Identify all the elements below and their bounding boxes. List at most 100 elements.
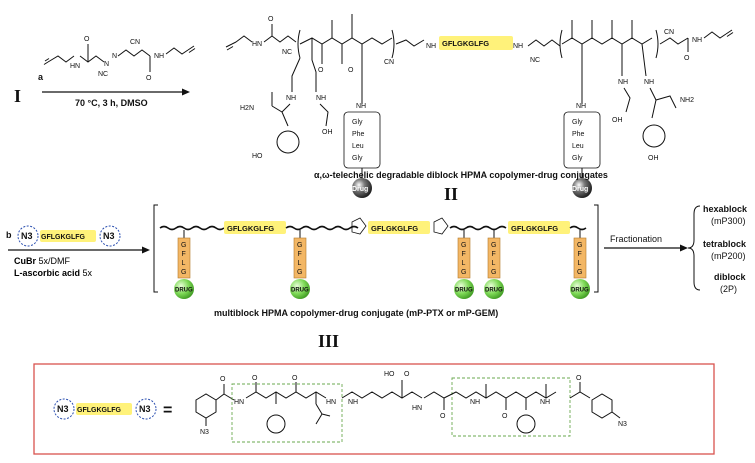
azide-label-left-def: N3 bbox=[57, 404, 69, 414]
spacer-nh-right: NH bbox=[576, 103, 586, 110]
svg-text:DRUG: DRUG bbox=[291, 288, 309, 294]
multiblock-copolymer-structure: GFLGKGLFG GFLGKGLFG GFLGKGLFG G F L G DR… bbox=[153, 204, 599, 299]
spacer-right-aa-3: Leu bbox=[572, 143, 584, 150]
fraction-2-name: tetrablock bbox=[703, 239, 747, 249]
svg-text:DRUG: DRUG bbox=[455, 288, 473, 294]
pendant-o2: O bbox=[348, 67, 354, 74]
pendant-drug-5: G F L G DRUG bbox=[570, 230, 590, 299]
pendant-drug-4: G F L G DRUG bbox=[484, 230, 504, 299]
spacer-nh-left: NH bbox=[356, 103, 366, 110]
amide-o-2: O bbox=[252, 375, 258, 382]
svg-text:F: F bbox=[492, 251, 496, 258]
pendant-ho: HO bbox=[252, 153, 263, 160]
caption-step-i: α,ω-telechelic degradable diblock HPMA c… bbox=[314, 170, 608, 180]
amide-o-3: O bbox=[292, 375, 298, 382]
left-end-o: O bbox=[268, 16, 274, 23]
pendant-oh-3: OH bbox=[612, 117, 623, 124]
svg-text:DRUG: DRUG bbox=[485, 288, 503, 294]
amide-nh-3: NH bbox=[348, 399, 358, 406]
spacer-left-aa-4: Gly bbox=[352, 155, 363, 162]
amide-nh-4: HN bbox=[412, 405, 422, 412]
linker-label-b: GFLGKGLFG bbox=[41, 234, 85, 241]
svg-text:F: F bbox=[298, 251, 302, 258]
amide-nh-1: HN bbox=[234, 399, 244, 406]
initiator-cn-label: CN bbox=[130, 39, 140, 46]
lys-carboxyl-o: O bbox=[404, 371, 410, 378]
pendant-drug-2: G F L G DRUG bbox=[290, 230, 310, 299]
reagent-letter-b: b bbox=[6, 230, 12, 240]
pendant-nh-3: NH bbox=[618, 79, 628, 86]
triazole-right bbox=[433, 217, 449, 235]
azide-label-left-b: N3 bbox=[21, 231, 33, 241]
pendant-o1: O bbox=[318, 67, 324, 74]
right-end-cn: CN bbox=[664, 29, 674, 36]
multiblock-linker-3-label: GFLGKGLFG bbox=[511, 224, 558, 233]
initiator-o2-label: O bbox=[146, 75, 152, 82]
svg-text:L: L bbox=[182, 260, 186, 267]
amide-o-1: O bbox=[220, 376, 226, 383]
fractionation-label: Fractionation bbox=[610, 234, 662, 244]
left-block-cn: CN bbox=[384, 59, 394, 66]
svg-text:F: F bbox=[182, 251, 186, 258]
right-end-nh: NH bbox=[692, 37, 702, 44]
initiator-nc-label: NC bbox=[98, 71, 108, 78]
svg-text:G: G bbox=[181, 242, 186, 249]
fraction-brace bbox=[687, 205, 701, 291]
initiator-n1-label: N bbox=[104, 61, 109, 68]
fraction-2-code: (mP200) bbox=[711, 251, 746, 261]
diblock-copolymer-structure: HN O NC CN NH O O NH OH NH H2N HO NH Gly… bbox=[225, 14, 734, 198]
pendant-drug-3: G F L G DRUG bbox=[454, 230, 474, 299]
azide-label-right-def: N3 bbox=[139, 404, 151, 414]
svg-text:L: L bbox=[492, 260, 496, 267]
pendant-nh-1: NH bbox=[316, 95, 326, 102]
svg-text:G: G bbox=[461, 269, 466, 276]
svg-text:L: L bbox=[578, 260, 582, 267]
azide-circle-right-b bbox=[99, 225, 121, 247]
spacer-right-aa-1: Gly bbox=[572, 119, 583, 126]
pendant-oh-4: OH bbox=[648, 155, 659, 162]
amide-o-5: O bbox=[440, 413, 446, 420]
svg-text:G: G bbox=[461, 242, 466, 249]
spacer-left-aa-2: Phe bbox=[352, 131, 365, 138]
equals-sign: = bbox=[163, 402, 172, 419]
left-end-nc: NC bbox=[282, 49, 292, 56]
svg-text:F: F bbox=[462, 251, 466, 258]
linker-chemical-structure: N3 O HN O O HN NH HO O HN O O NH NH O bbox=[195, 371, 627, 443]
spacer-right-aa-2: Phe bbox=[572, 131, 585, 138]
pendant-nh-4: NH bbox=[644, 79, 654, 86]
spacer-left-aa-1: Gly bbox=[352, 119, 363, 126]
pendant-drug-1: G F L G DRUG bbox=[174, 230, 194, 299]
step-numeral-ii: II bbox=[444, 184, 458, 204]
central-linker-label: GFLGKGLFG bbox=[442, 39, 489, 48]
reaction-arrow-ii-head bbox=[142, 246, 150, 254]
pendant-oh-1: OH bbox=[322, 129, 333, 136]
svg-text:L: L bbox=[462, 260, 466, 267]
svg-text:G: G bbox=[577, 242, 582, 249]
svg-text:F: F bbox=[578, 251, 582, 258]
conditions-ii-line-1: CuBr 5x/DMF bbox=[14, 256, 71, 266]
amide-nh-6: NH bbox=[540, 399, 550, 406]
azide-circle-left-b bbox=[17, 225, 39, 247]
aryl-azide-left-n3: N3 bbox=[200, 429, 209, 436]
right-link-nc: NC bbox=[530, 57, 540, 64]
azo-initiator-structure: HN O N N NC CN O NH bbox=[43, 36, 196, 82]
svg-text:G: G bbox=[491, 269, 496, 276]
svg-text:DRUG: DRUG bbox=[571, 288, 589, 294]
linker-right-nh: NH bbox=[513, 43, 523, 50]
multiblock-linker-2 bbox=[368, 221, 430, 234]
central-linker-box bbox=[439, 36, 513, 50]
multiblock-linker-1-label: GFLGKGLFG bbox=[227, 224, 274, 233]
drug-label-right: Drug bbox=[572, 186, 588, 193]
svg-text:G: G bbox=[577, 269, 582, 276]
azide-circle-right-def bbox=[135, 398, 157, 420]
amide-o-6: O bbox=[502, 413, 508, 420]
pendant-nh2: NH2 bbox=[680, 97, 694, 104]
step-numeral-iii: III bbox=[318, 331, 339, 351]
drug-sphere-right bbox=[572, 178, 592, 198]
aryl-azide-right-n3: N3 bbox=[618, 421, 627, 428]
initiator-hn-label: HN bbox=[70, 63, 80, 70]
fraction-3-name: diblock bbox=[714, 272, 746, 282]
dashed-box-right bbox=[451, 377, 571, 437]
